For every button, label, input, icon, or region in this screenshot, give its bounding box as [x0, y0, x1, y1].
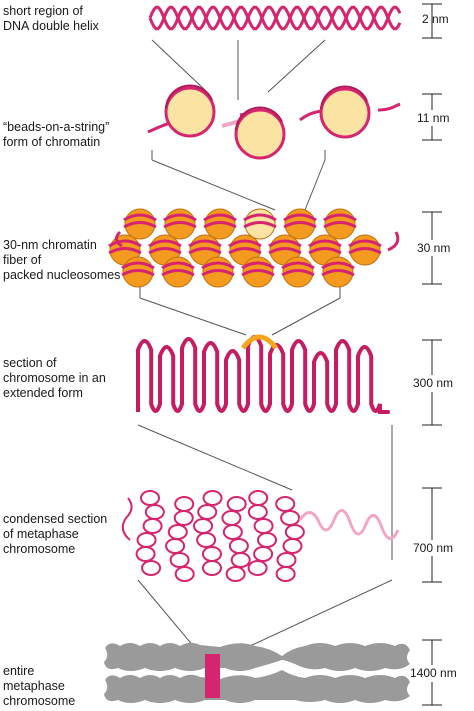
coil-loop [197, 504, 218, 520]
nucleosome-bead [234, 106, 286, 160]
coil-loop [280, 510, 301, 526]
coil-loop [141, 560, 162, 576]
scale-bar-1400nm [422, 639, 442, 706]
coil-loop [230, 552, 251, 568]
highlight-segment [240, 334, 278, 350]
coil-loop [284, 524, 305, 540]
coil-loop [202, 490, 223, 506]
condensed-chromosome-section [121, 490, 400, 582]
label-30nm-fiber: 30-nm chromatin fiber of packed nucleoso… [3, 238, 121, 282]
coil-loop [221, 510, 242, 526]
label-extended-chromosome: section of chromosome in an extended for… [3, 356, 106, 400]
coil-loop [136, 532, 157, 548]
label-dna-helix: short region of DNA double helix [3, 4, 99, 33]
coil-loop [225, 566, 246, 582]
coil-loop [167, 524, 188, 540]
coil-loop [275, 496, 296, 512]
coil-loop [135, 546, 156, 562]
scale-bar-300nm [422, 339, 442, 426]
coil-loop [142, 518, 163, 534]
coil-loop [174, 496, 195, 512]
coil-loop [256, 532, 277, 548]
coil-loop [174, 566, 195, 582]
scale-label-1400nm: 1400 nm [410, 666, 457, 680]
coil-loop [193, 518, 214, 534]
metaphase-chromosome [104, 642, 410, 703]
scale-bar-11nm [422, 93, 442, 141]
coil-loop [276, 552, 297, 568]
coil-loop [222, 524, 243, 540]
coil-loop [275, 566, 296, 582]
label-beads-on-string: “beads-on-a-string” form of chromatin [3, 120, 110, 149]
coil-loop [169, 552, 190, 568]
label-metaphase-chromosome: entire metaphase chromosome [3, 664, 76, 708]
nucleosome-bead [319, 85, 371, 139]
coil-loop [144, 504, 165, 520]
coil-loop [253, 546, 274, 562]
coil-loop [201, 546, 222, 562]
scale-label-300nm: 300 nm [413, 376, 454, 390]
coil-loop [226, 496, 247, 512]
coil-loop [201, 560, 222, 576]
coil-loop [248, 490, 269, 506]
coil-loop [228, 538, 249, 554]
coil-loop [253, 518, 274, 534]
chromatin-fiber-30nm [108, 208, 400, 288]
scale-bar-30nm [422, 211, 442, 285]
extended-chromosome-loops [136, 334, 390, 414]
coil-loop [196, 532, 217, 548]
coil-loop [247, 504, 268, 520]
coil-loop [165, 538, 186, 554]
scale-bar-2nm [422, 3, 442, 39]
coil-loop [140, 490, 160, 506]
dna-double-helix [148, 5, 402, 31]
scale-bar-700nm [422, 487, 442, 583]
scale-label-700nm: 700 nm [413, 541, 454, 555]
scale-label-2nm: 2 nm [422, 12, 449, 26]
beads-on-string [147, 84, 401, 160]
coil-loop [247, 560, 268, 576]
highlight-region [205, 654, 220, 698]
label-condensed-section: condensed section of metaphase chromosom… [3, 512, 108, 556]
scale-bars [422, 3, 442, 706]
scale-label-30nm: 30 nm [417, 241, 451, 255]
scale-label-11nm: 11 nm [417, 111, 450, 125]
nucleosome-bead [164, 84, 216, 138]
coil-loop [173, 510, 194, 526]
coil-loop [282, 538, 303, 554]
